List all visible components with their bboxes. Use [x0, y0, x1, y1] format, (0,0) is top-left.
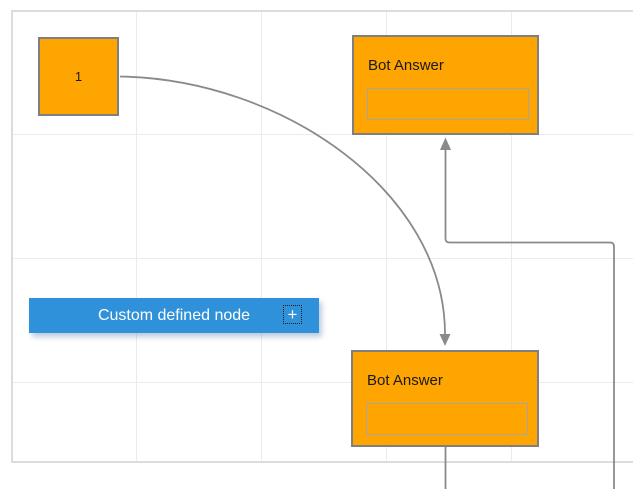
- node-bot-answer-bottom[interactable]: Bot Answer: [351, 350, 539, 447]
- bot-answer-top-input[interactable]: [367, 88, 529, 120]
- bot-answer-bottom-label: Bot Answer: [367, 372, 443, 389]
- connector-orthogonal[interactable]: [444, 150, 615, 489]
- node-bot-answer-top[interactable]: Bot Answer: [352, 35, 539, 135]
- connector-layer: [119, 75, 615, 489]
- connector-curve[interactable]: [119, 75, 446, 335]
- connector-orthogonal-arrowhead-icon: [440, 137, 451, 150]
- custom-defined-node-label: Custom defined node: [97, 306, 251, 324]
- bot-answer-top-label: Bot Answer: [368, 57, 444, 74]
- plus-icon[interactable]: +: [283, 305, 302, 324]
- node-custom-defined[interactable]: Custom defined node +: [29, 298, 319, 333]
- node-square-1[interactable]: 1: [38, 37, 119, 116]
- node-square-1-label: 1: [74, 69, 83, 84]
- bot-answer-bottom-input[interactable]: [366, 403, 528, 435]
- connector-curve-arrowhead-icon: [439, 334, 451, 346]
